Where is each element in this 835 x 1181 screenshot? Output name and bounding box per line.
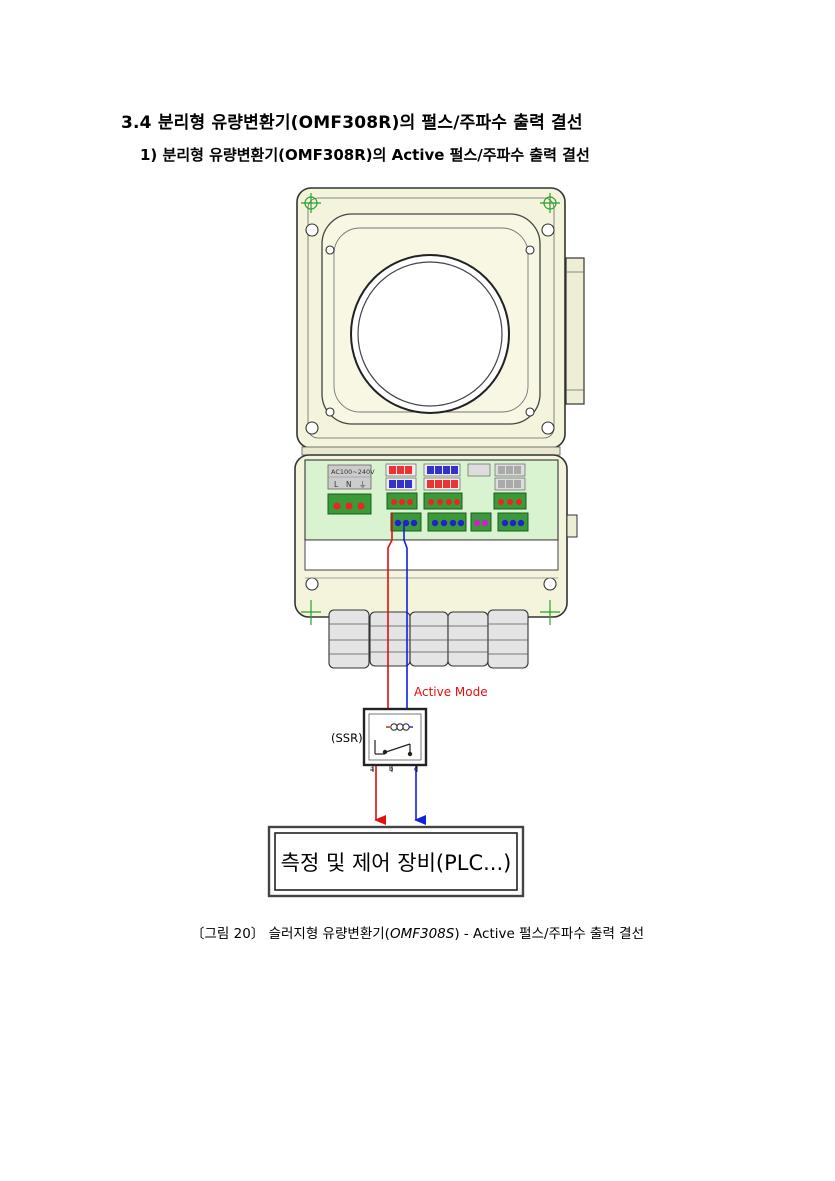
caption-model: OMF308S bbox=[389, 926, 455, 942]
ssr-label: (SSR) bbox=[331, 731, 363, 745]
pulse-output-terminal-block bbox=[386, 492, 422, 532]
caption-prefix: 〔그림 20〕 슬러지형 유량변환기( bbox=[190, 926, 390, 942]
power-terminal-n: N bbox=[346, 480, 352, 489]
cable-glands bbox=[328, 609, 529, 669]
ssr-pin-c: c bbox=[414, 765, 418, 773]
comm-terminal-block bbox=[493, 492, 529, 532]
aux-terminal-block bbox=[470, 512, 492, 532]
ssr-pin-a: a bbox=[370, 765, 374, 773]
power-terminal-block bbox=[327, 493, 372, 515]
signal-terminal-block bbox=[423, 492, 467, 532]
ssr-relay bbox=[362, 707, 428, 772]
active-mode-label: Active Mode bbox=[414, 685, 488, 699]
power-terminal-l: L bbox=[334, 480, 339, 489]
caption-suffix: ) - Active 펄스/주파수 출력 결선 bbox=[454, 926, 645, 942]
power-voltage-label: AC100~240V bbox=[331, 468, 375, 476]
converter-upper-housing bbox=[296, 187, 585, 449]
subsection-heading: 1) 분리형 유량변환기(OMF308R)의 Active 펄스/주파수 출력 … bbox=[140, 146, 590, 164]
ssr-pin-b: b bbox=[389, 765, 393, 773]
figure-caption: 〔그림 20〕 슬러지형 유량변환기(OMF308S) - Active 펄스/… bbox=[0, 922, 835, 942]
power-terminal-label-block: AC100~240V L N ⏚ bbox=[327, 464, 375, 490]
measurement-device-label: 측정 및 제어 장비(PLC...) bbox=[281, 851, 512, 875]
power-terminal-ground: ⏚ bbox=[359, 480, 367, 489]
section-heading: 3.4 분리형 유량변환기(OMF308R)의 펄스/주파수 출력 결선 bbox=[121, 113, 583, 133]
measurement-control-device-box bbox=[267, 825, 525, 898]
